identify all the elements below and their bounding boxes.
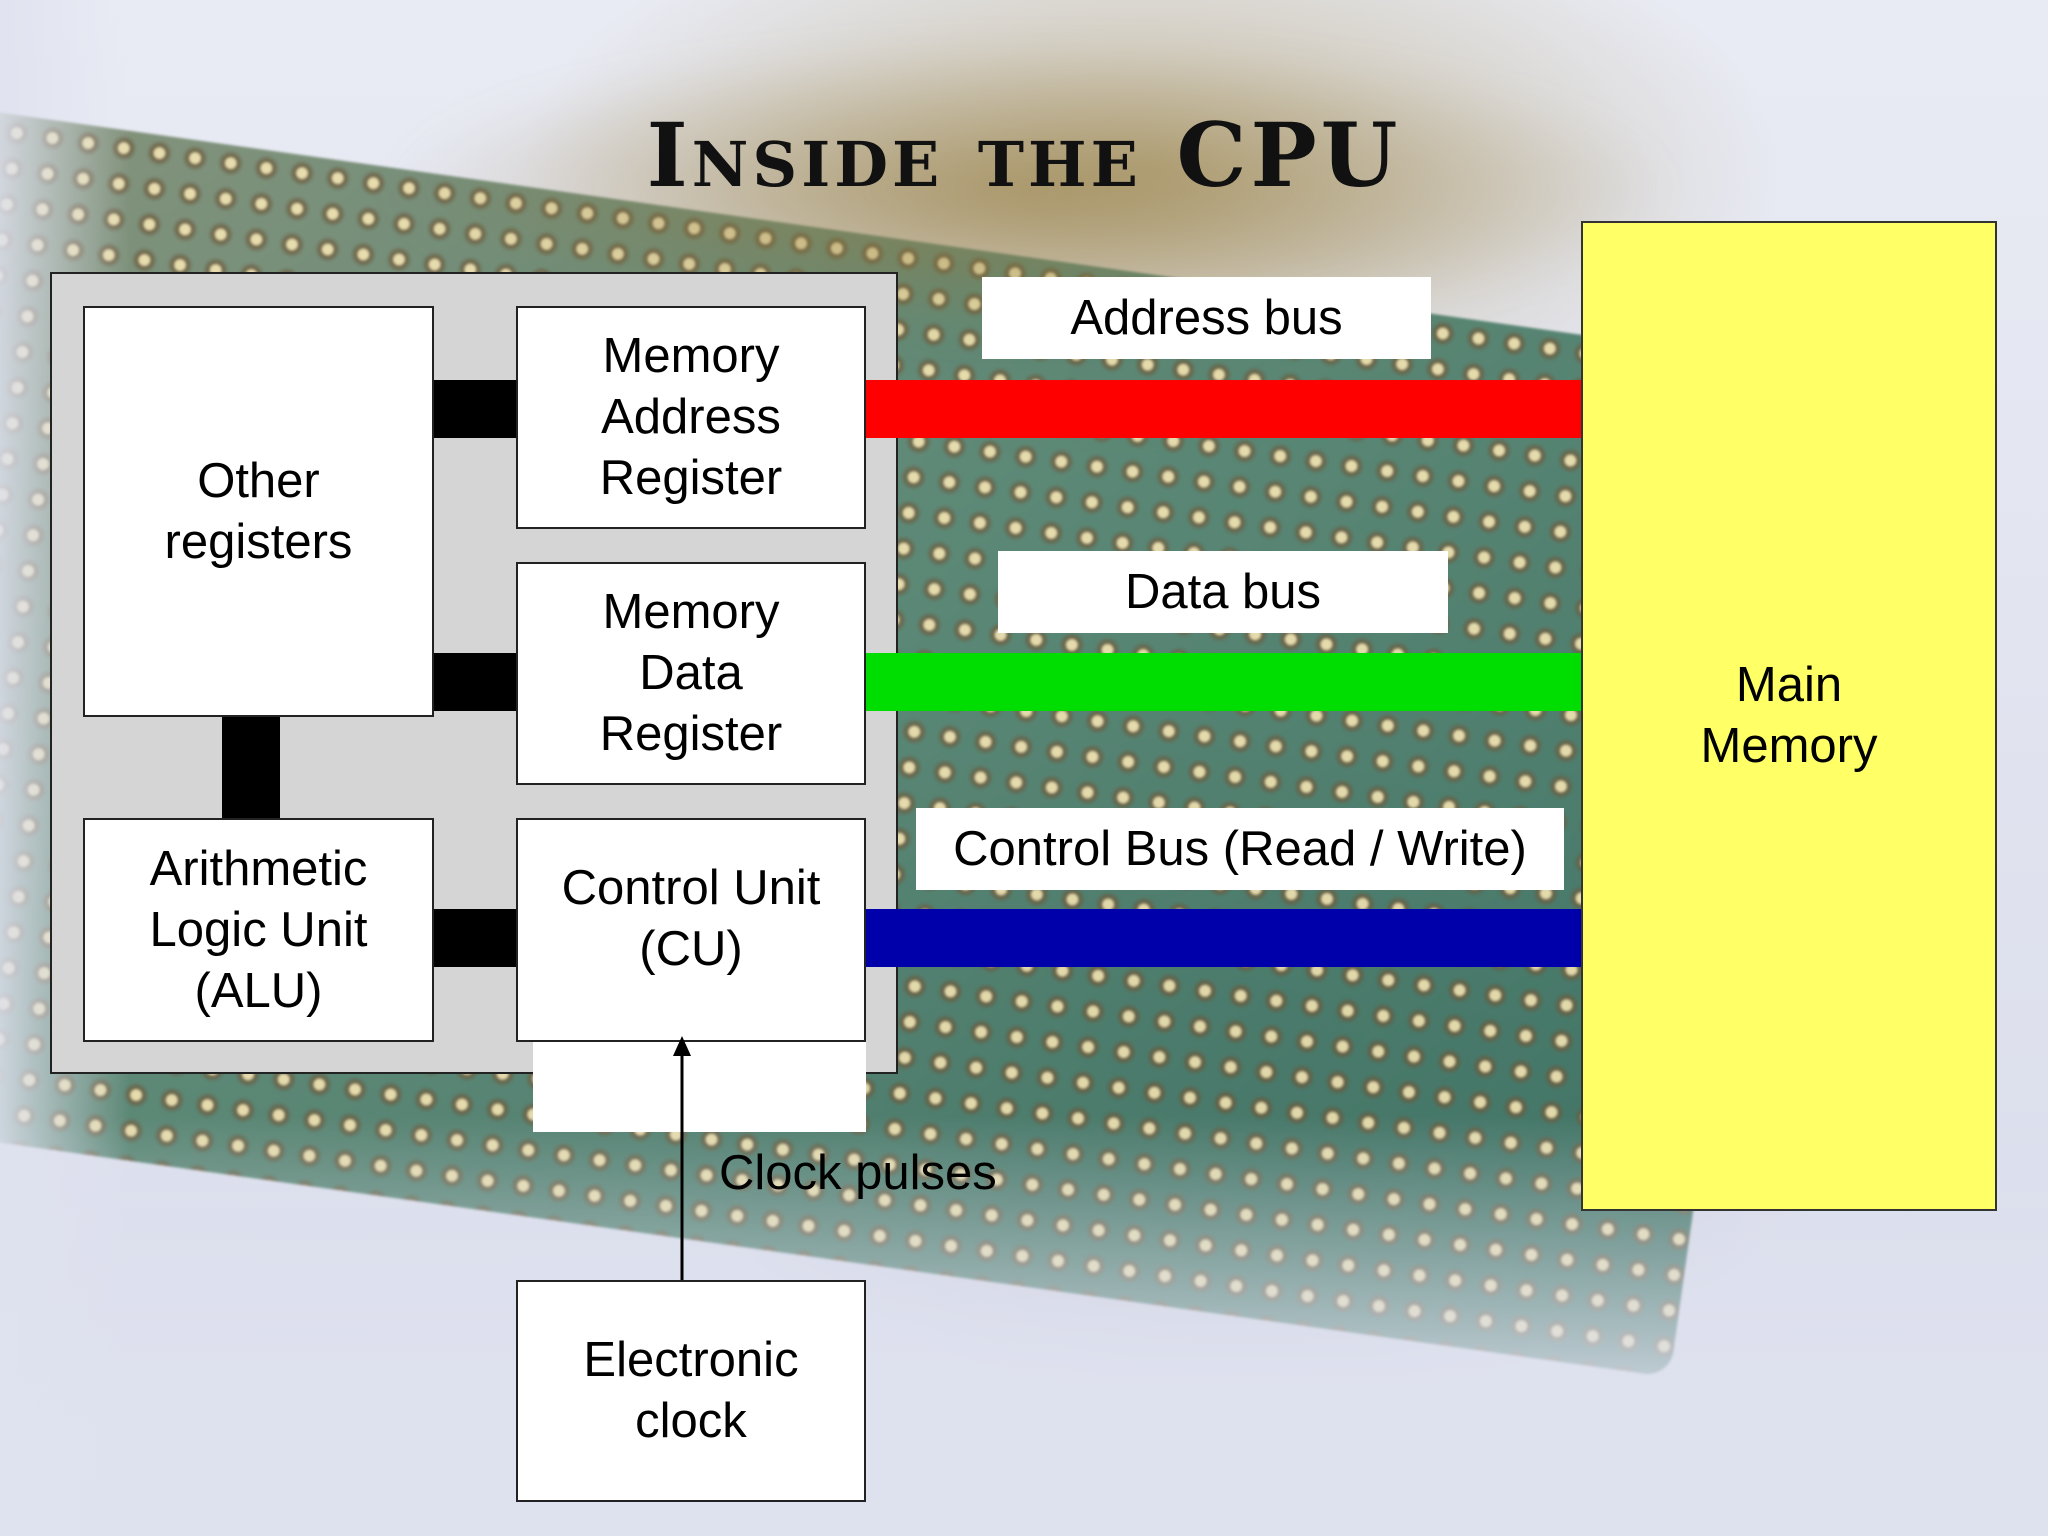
link-alu-control-unit [434,909,516,967]
page-title: Inside the CPU [646,103,1402,207]
memory-address-register-box: Memory Address Register [516,306,866,529]
other-registers-box: Other registers [83,306,434,717]
alu-box: Arithmetic Logic Unit (ALU) [83,818,434,1042]
clock-pulses-label: Clock pulses [719,1146,997,1200]
clock-pulse-arrow [673,1036,691,1282]
control-bus [866,909,1582,967]
data-bus-label: Data bus [998,551,1448,633]
electronic-clock-box: Electronic clock [516,1280,866,1502]
address-bus [866,380,1582,438]
link-other-registers-mar [434,380,516,438]
memory-data-register-box: Memory Data Register [516,562,866,785]
link-other-registers-alu [222,717,280,818]
control-unit-box: Control Unit (CU) [516,818,866,1042]
link-other-registers-mdr [434,653,516,711]
data-bus [866,653,1582,711]
control-unit-extension [533,1036,866,1132]
control-bus-label: Control Bus (Read / Write) [916,808,1564,890]
address-bus-label: Address bus [982,277,1431,359]
main-memory-box: Main Memory [1581,221,1997,1211]
